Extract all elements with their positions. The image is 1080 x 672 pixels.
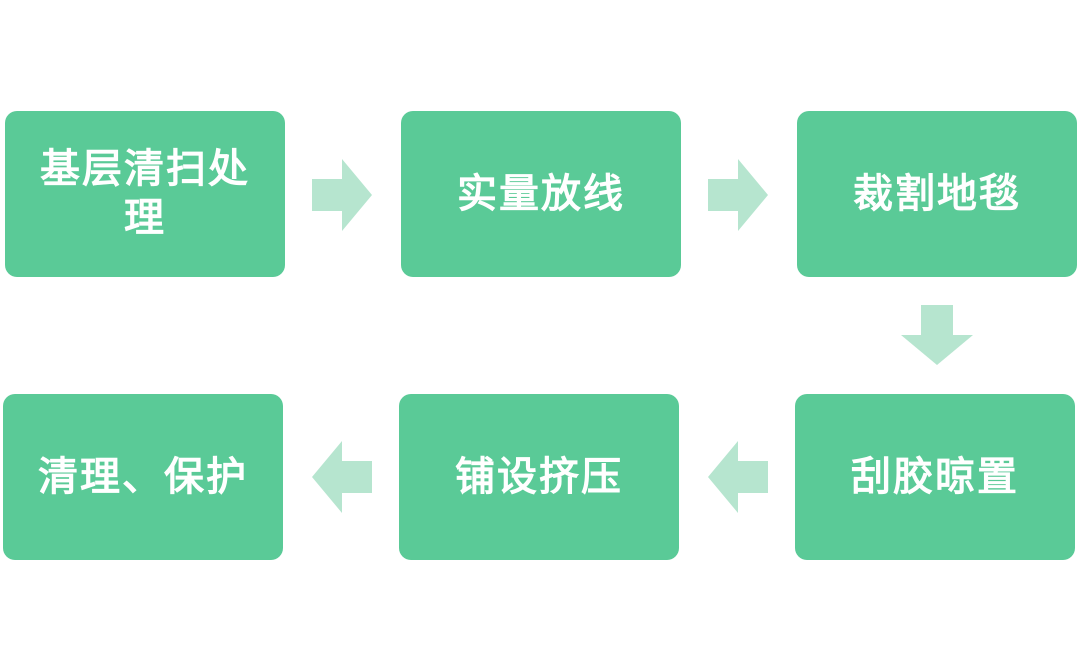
step-label-3: 裁割地毯 (853, 170, 1021, 217)
step-label-2: 实量放线 (457, 170, 625, 217)
step-box-4: 刮胶晾置 (795, 394, 1075, 560)
step-box-1: 基层清扫处理 (5, 111, 285, 277)
step-box-5: 铺设挤压 (399, 394, 679, 560)
arrow-left-icon (708, 441, 768, 513)
step-label-1: 基层清扫处理 (40, 146, 250, 241)
step-label-4: 刮胶晾置 (851, 453, 1019, 500)
step-box-2: 实量放线 (401, 111, 681, 277)
step-box-3: 裁割地毯 (797, 111, 1077, 277)
step-label-6: 清理、保护 (38, 453, 248, 500)
step-label-5: 铺设挤压 (455, 453, 623, 500)
arrow-down-icon (901, 305, 973, 365)
step-box-6: 清理、保护 (3, 394, 283, 560)
arrow-left-icon (312, 441, 372, 513)
arrow-right-icon (312, 159, 372, 231)
arrow-right-icon (708, 159, 768, 231)
